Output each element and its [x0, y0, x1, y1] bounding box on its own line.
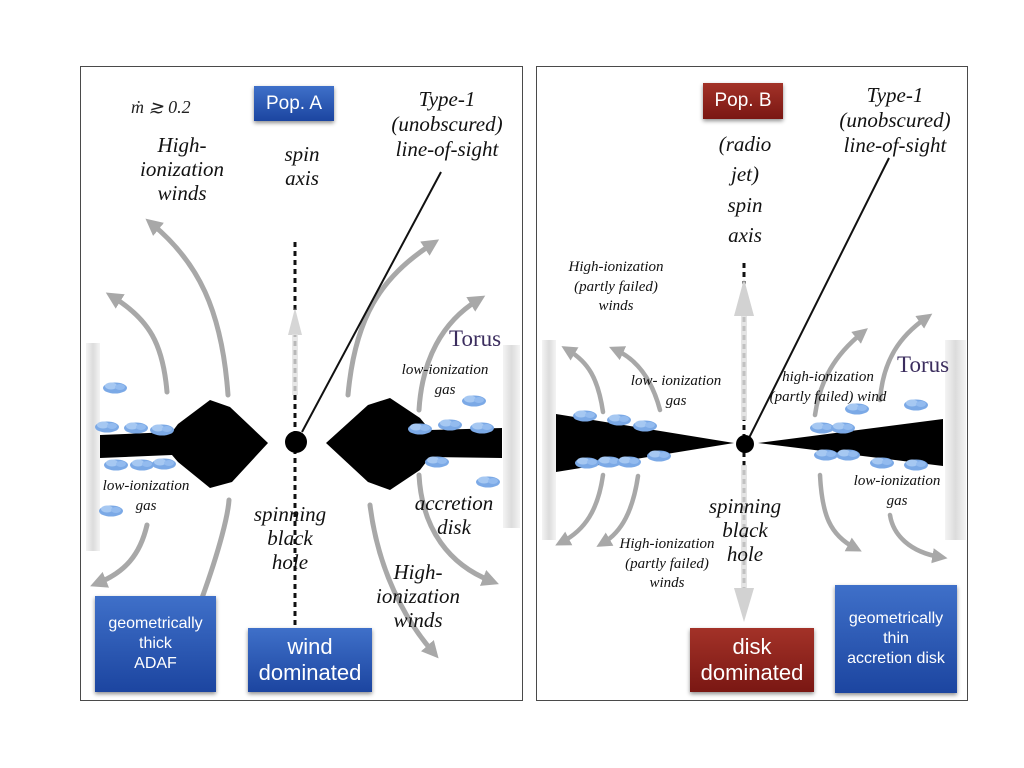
type1-sightline-label-b: Type-1 (unobscured) line-of-sight [839, 83, 951, 158]
spin-axis-label: spin axis [284, 142, 320, 191]
panel-b-wind-arrows [555, 313, 948, 564]
panel-a-line-of-sight [301, 171, 442, 433]
type1-sightline-label: Type-1 (unobscured) line-of-sight [391, 87, 503, 162]
wind-dominated-box: wind dominated [248, 628, 372, 692]
panel-b-black-hole [736, 435, 754, 453]
high-ionization-failed-winds-bottom-label: High-ionization (partly failed) winds [619, 536, 715, 591]
panel-b-jet-axis [734, 263, 754, 622]
panel-b-line-of-sight [748, 157, 890, 439]
torus-label-b: Torus [897, 352, 950, 377]
low-ionization-gas-label-b-left: low- ionization gas [630, 373, 722, 409]
disk-dominated-box: disk dominated [690, 628, 814, 692]
panel-a-black-hole [285, 431, 307, 453]
adaf-box: geometrically thick ADAF [95, 596, 216, 692]
low-ionization-gas-label-left: low-ionization gas [102, 478, 190, 514]
low-ionization-gas-label-b-right: low-ionization gas [853, 473, 941, 509]
high-ionization-failed-winds-top-label: High-ionization (partly failed) winds [568, 259, 664, 314]
panel-a-torus-walls [86, 343, 520, 551]
jet-spin-axis-label: (radio jet) spin axis [718, 132, 772, 248]
accretion-disk-label: accretion disk [414, 491, 494, 540]
pop-a-badge: Pop. A [254, 86, 334, 121]
pop-b-badge: Pop. B [703, 83, 783, 119]
panel-pop-a [80, 66, 523, 701]
panel-b-torus-walls [542, 340, 966, 540]
high-ionization-winds-label: High- ionization winds [139, 133, 224, 206]
panel-a-accretion-flow [100, 398, 502, 490]
spinning-black-hole-label-a: spinning black hole [253, 502, 327, 575]
accretion-rate-label: ṁ ≳ 0.2 [131, 97, 191, 117]
panel-b-thin-disk [556, 414, 943, 472]
high-ionization-winds-label-bottom: High- ionization winds [375, 560, 460, 633]
high-ionization-failed-wind-right-label: high-ionization (partly failed) wind [769, 369, 887, 405]
panel-a-wind-arrows [90, 218, 499, 659]
torus-label-a: Torus [449, 326, 502, 351]
spinning-black-hole-label-b: spinning black hole [708, 494, 782, 567]
low-ionization-gas-label-right: low-ionization gas [401, 362, 489, 398]
thin-disk-box: geometrically thin accretion disk [835, 585, 957, 693]
